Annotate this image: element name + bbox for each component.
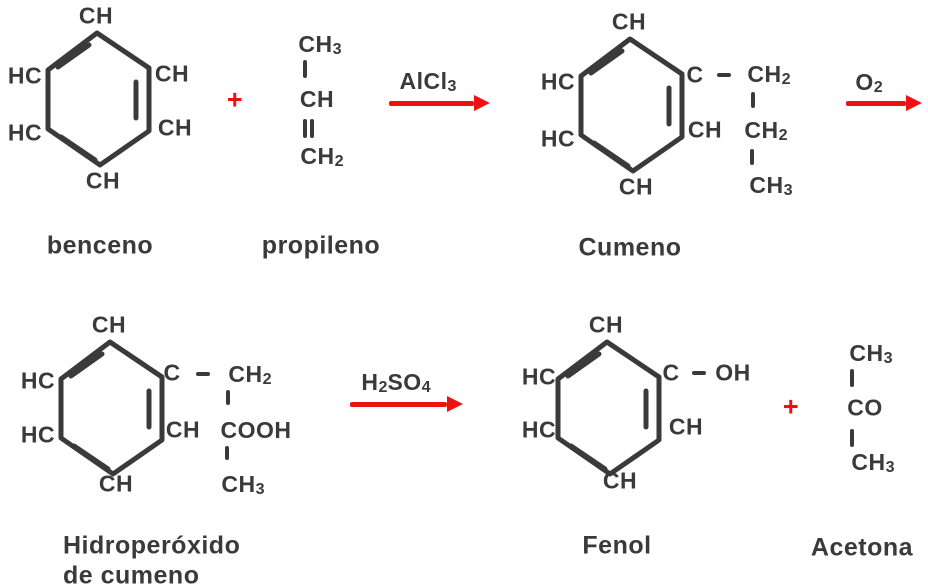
chain-atom-label: CH2 (228, 360, 272, 388)
single-bond (225, 446, 229, 460)
molecule-name-acetona: Acetona (810, 533, 914, 562)
ring-atom-label: CH (157, 114, 193, 141)
catalyst-label-h2so4: H2SO4 (361, 368, 431, 396)
double-bond-line (588, 48, 625, 76)
double-bond-line (565, 351, 602, 379)
single-bond (750, 149, 754, 165)
catalyst-label-o2: O2 (855, 68, 883, 96)
single-bond (303, 60, 307, 78)
molecule-cumeno: CH HC HC CH C CH (533, 6, 743, 211)
molecule-benceno: CH HC HC CH CH CH (0, 0, 210, 205)
chain-atom-label: CH3 (849, 339, 893, 367)
single-bond (751, 92, 755, 108)
molecule-name-cumeno: Cumeno (578, 233, 682, 262)
ring-atom-label: HC (521, 363, 557, 390)
chain-atom-label: CH3 (221, 470, 265, 498)
catalyst-label-alcl3: AlCl3 (399, 67, 457, 95)
arrow-head (906, 95, 922, 111)
chain-atom-label: CO (847, 394, 883, 421)
single-bond (226, 390, 230, 405)
ring-atom-label: CH (611, 8, 647, 35)
ring-atom-label: CH (78, 2, 114, 29)
ring-atom-label: HC (20, 367, 56, 394)
benzene-ring-skeleton (45, 30, 152, 168)
ring-atom-label: CH (98, 470, 134, 497)
arrow-head (447, 396, 463, 412)
ring-atom-label: CH (165, 416, 201, 443)
ring-atom-label: HC (540, 68, 576, 95)
reaction-arrow (389, 95, 490, 111)
ring-atom-label: HC (521, 416, 557, 443)
ring-atom-label: CH (668, 413, 704, 440)
ring-atom-label: HC (7, 62, 43, 89)
single-bond (850, 369, 854, 387)
reaction-arrow (846, 95, 922, 111)
ring-atom-label: CH (618, 173, 654, 200)
molecule-fenol: CH HC HC CH C CH (510, 309, 720, 514)
ring-atom-label: CH (154, 60, 190, 87)
chain-atom-label: CH2 (747, 60, 791, 88)
ring-atom-label: CH (687, 116, 723, 143)
ring-atom-label: HC (7, 119, 43, 146)
double-bond-line (71, 443, 111, 472)
ring-atom-label: HC (20, 421, 56, 448)
double-bond (303, 119, 307, 138)
ring-atom-label: CH (588, 311, 624, 338)
benzene-ring-skeleton (58, 339, 165, 477)
ring-atom-label: CH (91, 311, 127, 338)
double-bond-line (568, 443, 608, 472)
chain-atom-label: CH (299, 85, 335, 112)
arrow-head (474, 95, 490, 111)
single-bond (692, 371, 706, 375)
plus-operator: + (782, 391, 800, 422)
reaction-arrow (350, 396, 463, 412)
ring-atom-label: C (163, 359, 181, 386)
chain-atom-label: CH3 (749, 171, 793, 199)
ring-atom-label: C (662, 359, 680, 386)
ring-atom-label: C (686, 61, 704, 88)
molecule-name-propileno: propileno (261, 231, 381, 260)
benzene-ring-skeleton (555, 339, 662, 477)
chain-atom-label: CH2 (744, 116, 788, 144)
double-bond-line (55, 42, 92, 70)
ring-atom-label: CH (602, 467, 638, 494)
ring-atom-label: CH (85, 167, 121, 194)
molecule-name-hidroperoxido-line2: de cumeno (63, 561, 200, 588)
single-bond (850, 429, 854, 447)
double-bond-line (591, 140, 631, 169)
benzene-ring-skeleton (578, 36, 685, 174)
chain-atom-label: CH3 (298, 30, 342, 58)
molecule-hidroperoxido: CH HC HC CH C CH (13, 309, 223, 514)
single-bond (717, 73, 731, 77)
double-bond-line (58, 134, 98, 163)
double-bond-line (68, 351, 105, 379)
plus-operator: + (226, 84, 244, 115)
chain-atom-label: OH (715, 359, 751, 386)
double-bond (310, 119, 314, 138)
chain-atom-label: CH2 (300, 142, 344, 170)
chain-atom-label: CH3 (851, 448, 895, 476)
ring-atom-label: HC (540, 125, 576, 152)
molecule-name-hidroperoxido-line1: Hidroperóxido (63, 531, 241, 560)
molecule-name-fenol: Fenol (582, 531, 652, 560)
molecule-name-benceno: benceno (46, 231, 154, 260)
chain-atom-label: COOH (220, 416, 292, 443)
single-bond (196, 372, 210, 376)
